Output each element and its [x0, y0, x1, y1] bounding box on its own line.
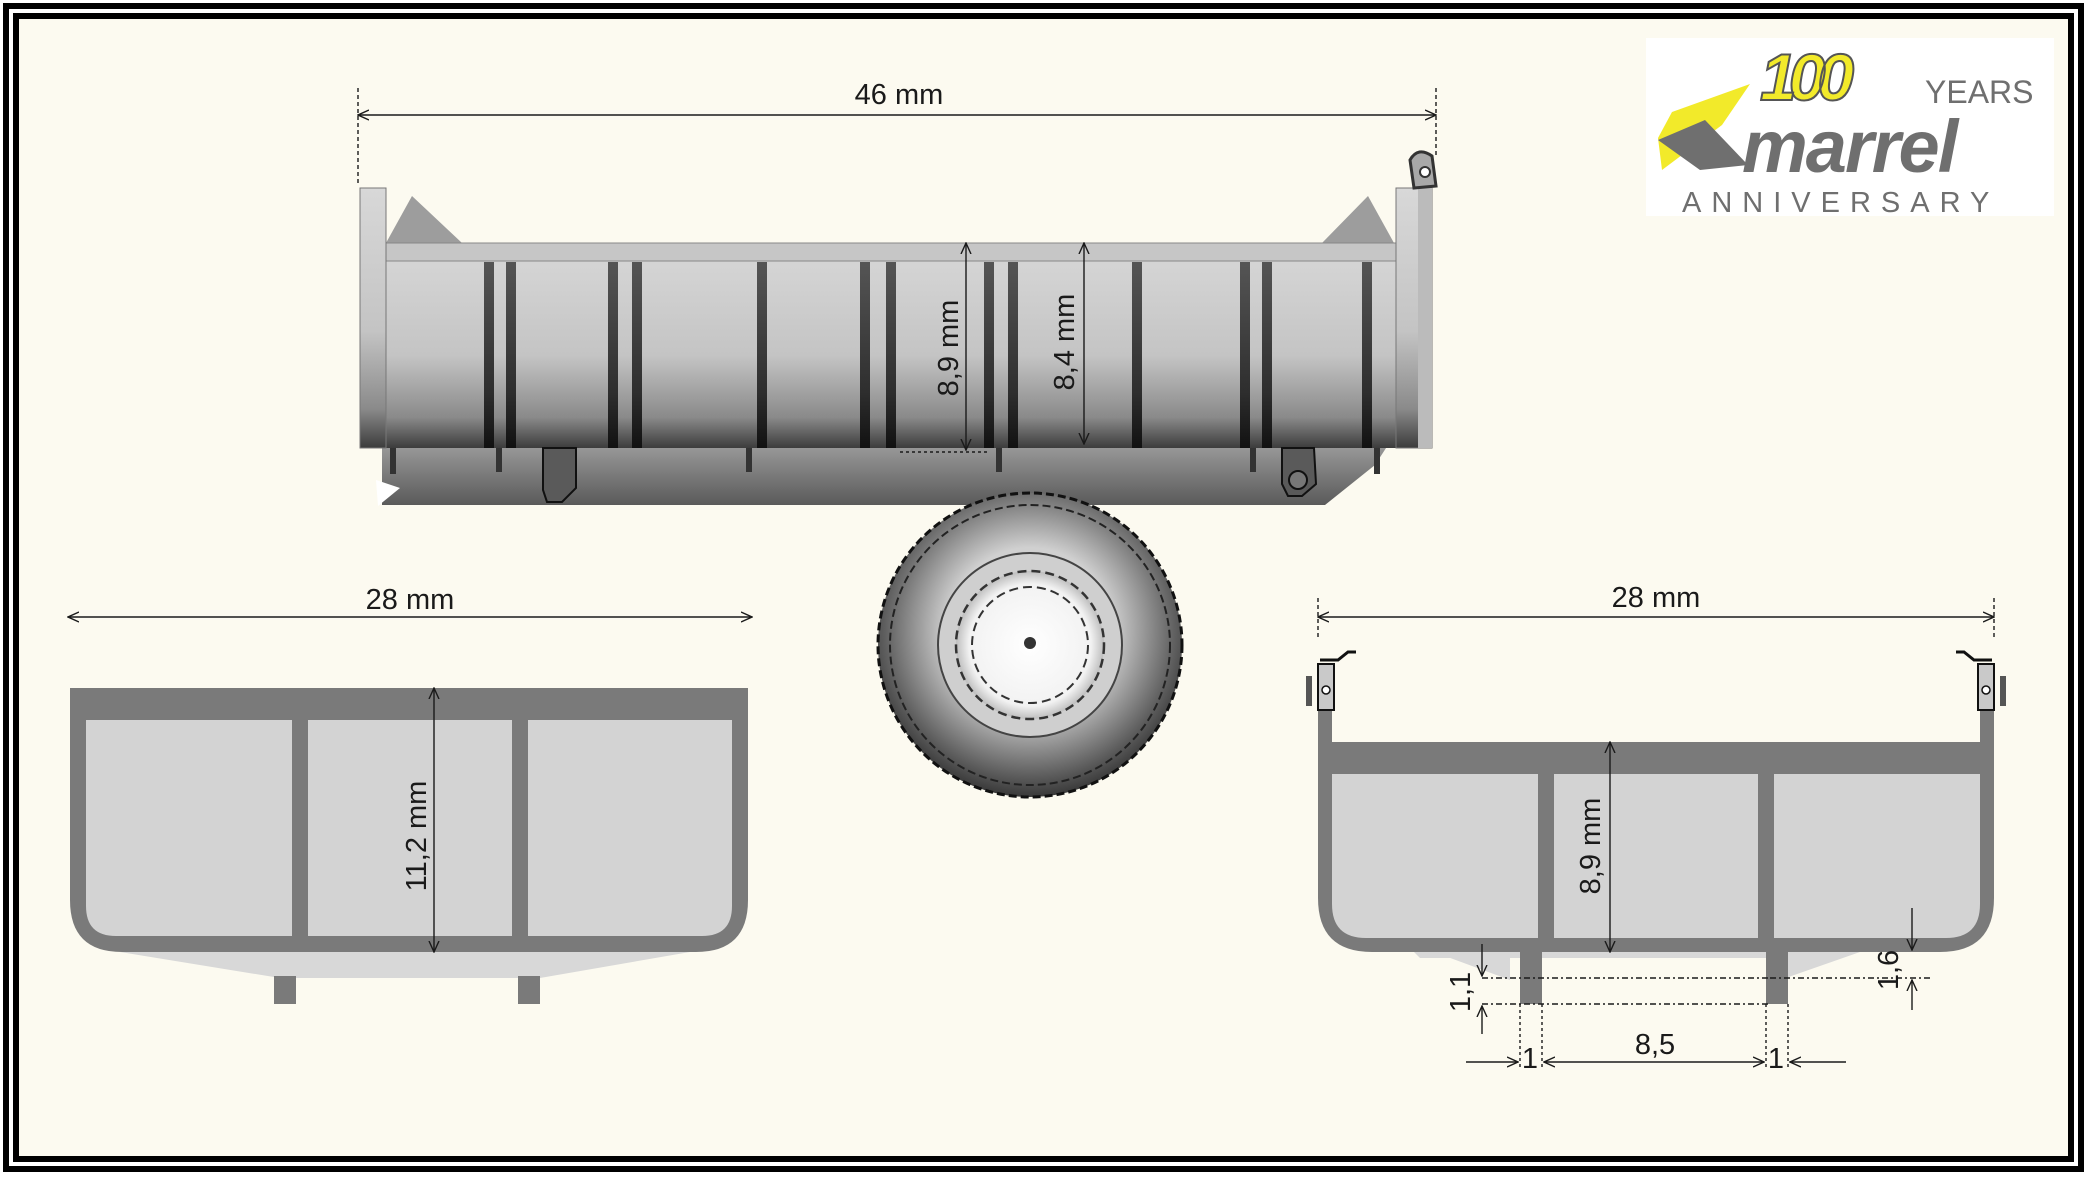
dimension-lines [68, 88, 1994, 1070]
wheel-tyre-inner-line [889, 504, 1171, 786]
side-rib [632, 262, 642, 448]
rear-inner-panel [1332, 774, 1980, 938]
side-ribs [484, 262, 1372, 448]
side-latch-pin [1419, 166, 1431, 178]
rear-rail [1766, 952, 1788, 1004]
side-rib [1240, 262, 1250, 448]
front-divider [512, 720, 528, 936]
rear-divider [1538, 774, 1554, 938]
side-rib [1262, 262, 1272, 448]
rail-spacing-label: 8,5 [1635, 1029, 1675, 1061]
side-pivot-pin [1288, 470, 1308, 490]
dimension-labels: 46 mm 8,9 mm 8,4 mm 28 mm 11,2 mm 28 mm … [366, 79, 1905, 1075]
side-view [359, 150, 1438, 506]
side-rib [484, 262, 494, 448]
side-rib [886, 262, 896, 448]
side-rib [1132, 262, 1142, 448]
rear-underbody-left [1434, 952, 1510, 980]
outer-frame [3, 3, 2084, 1172]
front-foot [274, 976, 296, 1004]
rear-left-latch-pin [1321, 685, 1331, 695]
side-rib [1362, 262, 1372, 448]
front-inner-panel [86, 720, 732, 936]
side-rib [984, 262, 994, 448]
logo-grey-swoosh [1658, 120, 1748, 170]
logo-years-text: YEARS [1925, 74, 2033, 110]
rear-width-label: 28 mm [1612, 582, 1701, 614]
rear-rail [1520, 952, 1542, 1004]
front-divider [292, 720, 308, 936]
rear-right-latch-pin [1981, 685, 1991, 695]
side-underframe [382, 445, 1388, 505]
wheel-axle [1024, 637, 1036, 649]
side-foot [1374, 448, 1380, 474]
front-underbody [120, 952, 690, 978]
side-foot [1250, 448, 1256, 472]
rear-underbody-right [1780, 952, 1860, 980]
rear-right-latch-stop [2000, 676, 2006, 706]
logo-number: 100 [1760, 40, 1854, 114]
logo-brand-text: marrel [1742, 105, 1960, 188]
rear-left-latch-stop [1306, 676, 1312, 706]
side-front-gusset [386, 196, 462, 243]
side-foot [746, 448, 752, 472]
side-rib [608, 262, 618, 448]
wheel-bolt-circle [971, 586, 1089, 704]
marrel-logo: 100 YEARS marrel ANNIVERSARY [1646, 38, 2054, 219]
rear-height-label: 8,9 mm [1575, 798, 1607, 895]
side-front-post [359, 187, 387, 449]
rear-view [1306, 650, 2006, 1004]
front-foot [518, 976, 540, 1004]
rear-left-latch [1306, 650, 1356, 711]
side-height-b-label: 8,4 mm [1049, 294, 1081, 391]
rear-right-latch-hook [1956, 650, 1992, 662]
side-underframe-notch [376, 480, 400, 506]
side-rear-gusset [1322, 196, 1394, 243]
rear-divider [1758, 774, 1774, 938]
rear-left-latch-hook [1320, 650, 1356, 662]
rail-width-right-label: 1 [1768, 1043, 1784, 1075]
side-rib [1008, 262, 1018, 448]
side-height-a-label: 8,9 mm [933, 300, 965, 397]
side-rib [860, 262, 870, 448]
front-width-label: 28 mm [366, 584, 455, 616]
side-top-rail [385, 242, 1397, 262]
logo-anniversary-text: ANNIVERSARY [1682, 187, 1999, 219]
front-height-label: 11,2 mm [401, 781, 433, 892]
side-rib [506, 262, 516, 448]
side-rib [757, 262, 767, 448]
side-foot [996, 448, 1002, 472]
side-foot [496, 448, 502, 472]
rail-width-left-label: 1 [1522, 1043, 1538, 1075]
side-foot [390, 448, 396, 474]
rail-height-label: 1,1 [1445, 972, 1477, 1012]
side-length-label: 46 mm [855, 79, 944, 111]
side-front-bracket [542, 447, 577, 503]
wheel-view [876, 491, 1184, 799]
rail-offset-label: 1,6 [1873, 950, 1905, 990]
side-rear-post-edge [1418, 188, 1432, 448]
front-view [70, 688, 748, 1004]
rear-right-latch [1956, 650, 2006, 711]
